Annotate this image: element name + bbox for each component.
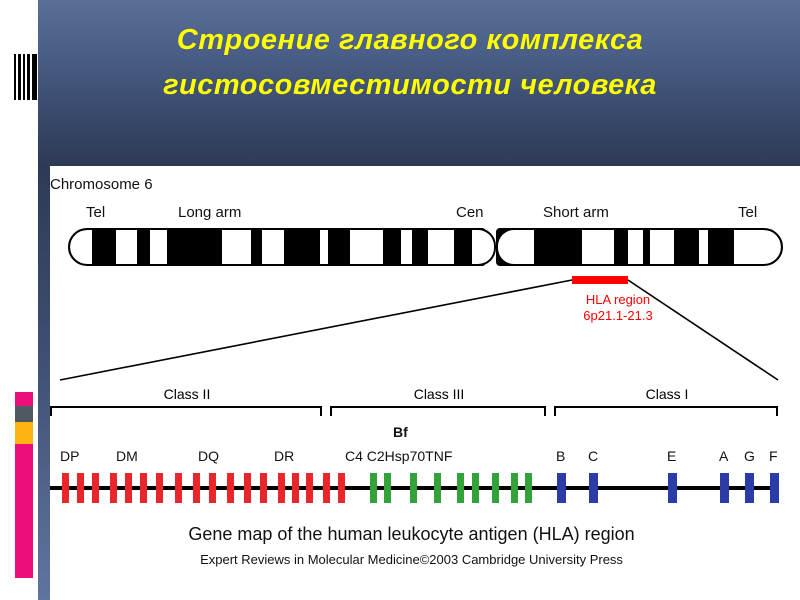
gene-tick-class3 xyxy=(434,473,441,503)
gene-label-dq: DQ xyxy=(198,448,219,464)
chromosome-long-arm xyxy=(68,228,486,266)
gene-tick-class2 xyxy=(323,473,330,503)
swatch-pink-top xyxy=(15,392,33,406)
gene-tick-class2 xyxy=(92,473,99,503)
gene-label-dm: DM xyxy=(116,448,138,464)
class-label-iii: Class III xyxy=(413,386,465,402)
class-label-ii: Class II xyxy=(163,386,211,402)
gene-label-f: F xyxy=(769,448,778,464)
chromosome-short-arm xyxy=(496,228,783,266)
gene-tick-class2 xyxy=(125,473,132,503)
gene-tick-class1 xyxy=(589,473,598,503)
gene-tick-class2 xyxy=(140,473,147,503)
swatch-gray xyxy=(15,406,33,422)
gene-label-bf: Bf xyxy=(393,424,408,440)
hla-region-locus: 6p21.1-21.3 xyxy=(583,308,653,324)
label-cen: Cen xyxy=(456,204,484,221)
gene-tick-class3 xyxy=(410,473,417,503)
swatch-pink-long xyxy=(15,444,33,578)
gene-tick-class3 xyxy=(492,473,499,503)
label-long-arm: Long arm xyxy=(178,204,242,221)
slide-side-strip xyxy=(38,166,50,600)
gene-label-class3-group: C4 C2Hsp70TNF xyxy=(345,448,453,464)
bracket-class-iii xyxy=(330,406,546,416)
gene-tick-class2 xyxy=(62,473,69,503)
gene-label-c: C xyxy=(588,448,599,464)
figure-credit: Expert Reviews in Molecular Medicine©200… xyxy=(200,552,623,567)
chromosome-title: Chromosome 6 xyxy=(50,176,153,193)
gene-tick-class2 xyxy=(338,473,345,503)
bracket-class-i xyxy=(554,406,778,416)
gene-tick-class1 xyxy=(745,473,754,503)
slide-header-band xyxy=(38,0,800,166)
label-short-arm: Short arm xyxy=(543,204,609,221)
hla-region-marker xyxy=(572,276,628,284)
gene-tick-class3 xyxy=(370,473,377,503)
label-tel-right: Tel xyxy=(738,204,758,221)
gene-tick-class2 xyxy=(227,473,234,503)
gene-tick-class3 xyxy=(457,473,464,503)
centromere xyxy=(478,228,514,266)
gene-label-e: E xyxy=(667,448,677,464)
page-title: Строение главного комплекса гистосовмест… xyxy=(60,18,760,108)
gene-tick-class2 xyxy=(244,473,251,503)
title-line-2: гистосовместимости человека xyxy=(163,68,657,101)
barcode-icon xyxy=(14,54,37,100)
gene-tick-class2 xyxy=(306,473,313,503)
title-line-1: Строение главного комплекса xyxy=(176,24,644,56)
gene-tick-class1 xyxy=(668,473,677,503)
gene-tick-class2 xyxy=(110,473,117,503)
gene-tick-class1 xyxy=(720,473,729,503)
hla-region-name: HLA region xyxy=(585,292,651,307)
bracket-class-ii xyxy=(50,406,322,416)
gene-tick-class3 xyxy=(511,473,518,503)
gene-label-g: G xyxy=(744,448,755,464)
gene-label-dp: DP xyxy=(60,448,80,464)
hla-gene-map-figure: Chromosome 6 Tel Long arm Cen Short arm … xyxy=(38,168,785,588)
gene-tick-class2 xyxy=(77,473,84,503)
gene-tick-class2 xyxy=(209,473,216,503)
gene-tick-class3 xyxy=(472,473,479,503)
figure-caption: Gene map of the human leukocyte antigen … xyxy=(188,524,635,544)
gene-tick-class2 xyxy=(278,473,285,503)
label-tel-left: Tel xyxy=(86,204,106,221)
gene-tick-class2 xyxy=(292,473,299,503)
gene-tick-class2 xyxy=(260,473,267,503)
swatch-orange xyxy=(15,422,33,444)
gene-label-b: B xyxy=(556,448,566,464)
gene-tick-class3 xyxy=(384,473,391,503)
hla-region-label: HLA region 6p21.1-21.3 xyxy=(558,292,678,325)
color-swatch-strip xyxy=(15,392,33,578)
gene-tick-class1 xyxy=(557,473,566,503)
gene-label-a: A xyxy=(719,448,729,464)
gene-tick-class2 xyxy=(193,473,200,503)
gene-label-dr: DR xyxy=(274,448,295,464)
gene-tick-class1 xyxy=(770,473,779,503)
gene-tick-class2 xyxy=(156,473,163,503)
class-label-i: Class I xyxy=(645,386,689,402)
gene-tick-class3 xyxy=(525,473,532,503)
gene-tick-class2 xyxy=(175,473,182,503)
